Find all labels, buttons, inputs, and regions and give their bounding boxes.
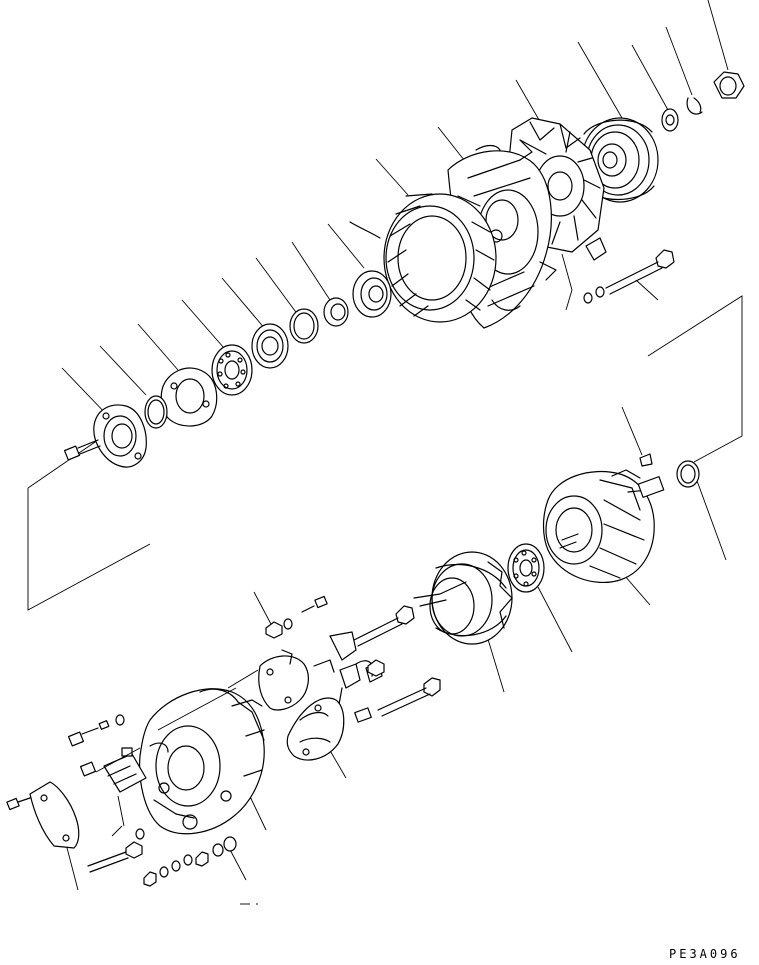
stator xyxy=(349,193,497,323)
shaft-spacer-ring xyxy=(676,460,700,488)
spring-washer xyxy=(686,97,703,115)
through-bolt-lower-2 xyxy=(377,677,441,717)
terminal-bolt xyxy=(87,828,237,887)
retaining-ring xyxy=(289,308,319,344)
terminal-screws xyxy=(265,595,385,677)
rotor xyxy=(542,469,665,584)
axis-guides xyxy=(95,669,259,773)
terminal-block xyxy=(103,747,147,793)
rectifier xyxy=(258,649,345,761)
rear-bracket xyxy=(139,688,265,835)
spacer-ring xyxy=(352,270,392,318)
flat-washer xyxy=(661,108,679,132)
front-bearing xyxy=(211,344,253,396)
woodruff-key xyxy=(639,453,653,467)
through-bolt-lower-1 xyxy=(353,605,415,647)
drawing-code: PE3A096 xyxy=(669,947,741,961)
cover-plate xyxy=(93,404,147,468)
cover-screws xyxy=(6,714,125,811)
end-cover xyxy=(29,781,80,849)
assembly-brackets xyxy=(27,295,743,611)
rear-stator-coil xyxy=(413,551,513,645)
collar xyxy=(323,297,349,327)
nut xyxy=(713,71,745,99)
rear-bearing xyxy=(507,543,545,593)
screw xyxy=(63,439,101,461)
oil-seal xyxy=(251,323,289,369)
o-ring xyxy=(144,395,168,429)
bearing-retainer-plate xyxy=(160,367,218,427)
through-bolt-upper xyxy=(583,249,675,304)
leader-lines xyxy=(61,0,729,891)
